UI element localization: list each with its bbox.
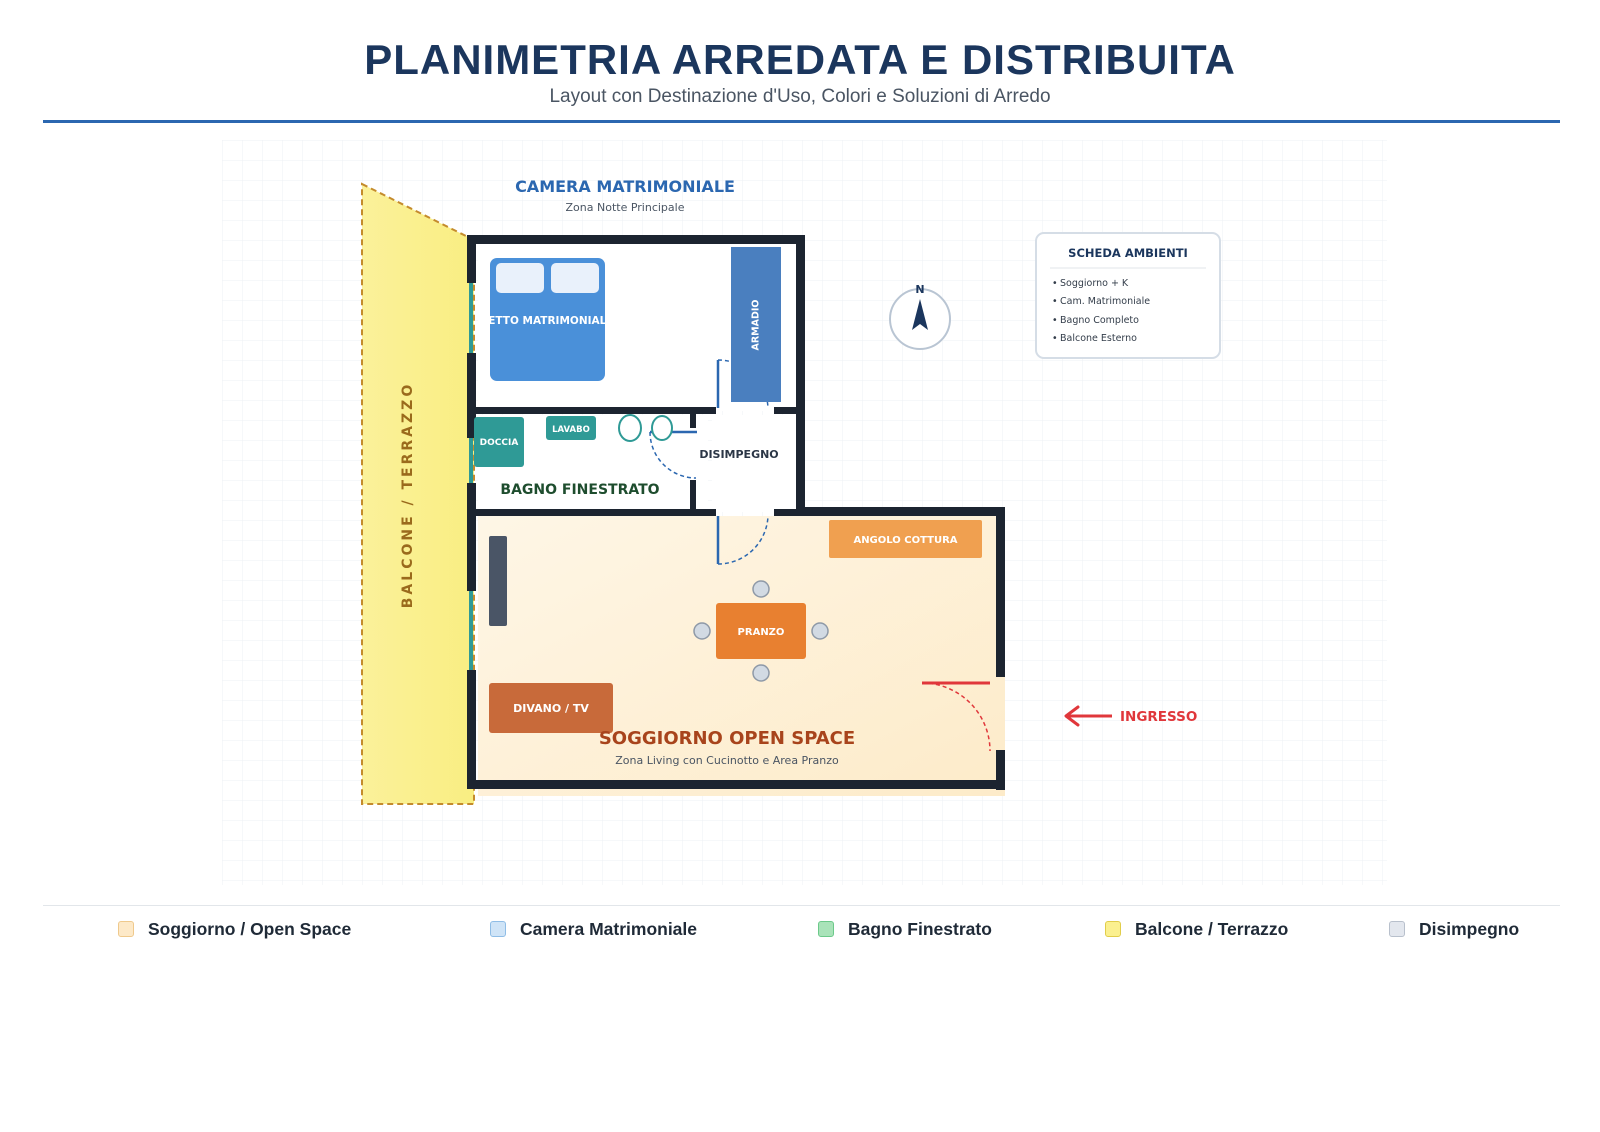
shower-label: DOCCIA bbox=[480, 438, 519, 448]
bathroom-label: BAGNO FINESTRATO bbox=[500, 482, 659, 498]
sofa-body bbox=[489, 683, 613, 733]
living-door-swing bbox=[717, 515, 769, 565]
wall-right-bedroom bbox=[796, 235, 805, 515]
legend: Soggiorno / Open Space Camera Matrimonia… bbox=[0, 914, 1600, 944]
info-card-item: Bagno Completo bbox=[1060, 315, 1139, 326]
hallway-floor bbox=[712, 415, 796, 512]
dining-label: PRANZO bbox=[738, 627, 785, 638]
legend-item-soggiorno: Soggiorno / Open Space bbox=[118, 914, 351, 944]
dining-set: PRANZO bbox=[693, 580, 829, 682]
wall-bath-living bbox=[476, 509, 716, 516]
legend-swatch bbox=[818, 921, 834, 937]
kitchen-label: ANGOLO COTTURA bbox=[853, 535, 957, 546]
page-subtitle: Layout con Destinazione d'Uso, Colori e … bbox=[549, 86, 1051, 107]
info-card-bullet: • bbox=[1052, 315, 1058, 326]
sofa: DIVANO / TV bbox=[489, 683, 613, 733]
floor-plan: BALCONE / TERRAZZO bbox=[222, 140, 1387, 885]
wall-hall-living bbox=[774, 509, 796, 516]
bedroom-title: CAMERA MATRIMONIALE bbox=[515, 177, 735, 196]
floor-plan-svg: BALCONE / TERRAZZO bbox=[222, 140, 1387, 885]
info-card-item: Soggiorno + K bbox=[1060, 278, 1129, 289]
wardrobe: ARMADIO bbox=[731, 247, 781, 402]
page-title: PLANIMETRIA ARREDATA E DISTRIBUITA bbox=[364, 36, 1236, 83]
legend-swatch bbox=[1105, 921, 1121, 937]
bed: LETTO MATRIMONIALE bbox=[482, 258, 614, 381]
wall-right-living-upper bbox=[996, 507, 1005, 677]
legend-swatch bbox=[118, 921, 134, 937]
legend-item-balcone: Balcone / Terrazzo bbox=[1105, 914, 1288, 944]
balcony-area bbox=[361, 182, 475, 805]
wardrobe-label: ARMADIO bbox=[751, 300, 762, 351]
toilet-icon bbox=[618, 414, 642, 442]
chair-south bbox=[752, 664, 770, 682]
kitchen-counter-body bbox=[829, 520, 982, 558]
info-card-item: Cam. Matrimoniale bbox=[1060, 296, 1150, 307]
bed-label: LETTO MATRIMONIALE bbox=[482, 315, 614, 327]
compass: N bbox=[889, 283, 951, 350]
bathroom-door-swing bbox=[649, 431, 697, 479]
legend-divider bbox=[43, 905, 1560, 906]
wall-bedroom-hall bbox=[774, 407, 796, 414]
chair-west bbox=[693, 622, 711, 640]
wall-top-living bbox=[796, 507, 1002, 516]
info-card-title: SCHEDA AMBIENTI bbox=[1068, 246, 1188, 260]
legend-label: Disimpegno bbox=[1419, 918, 1520, 939]
legend-swatch bbox=[490, 921, 506, 937]
wardrobe-body bbox=[731, 247, 781, 402]
wall-left-2 bbox=[467, 353, 476, 438]
wall-bath-hall-lower bbox=[690, 480, 696, 509]
sink-counter bbox=[546, 416, 596, 440]
info-card-bullet: • bbox=[1052, 278, 1058, 289]
entrance-door-swing bbox=[921, 682, 991, 752]
hallway-label: DISIMPEGNO bbox=[699, 448, 778, 461]
bed-label-clip: LETTO MATRIMONIALE bbox=[482, 315, 614, 327]
sink-label: LAVABO bbox=[552, 425, 590, 435]
walls bbox=[467, 235, 1005, 790]
wall-bath-hall-upper bbox=[690, 414, 696, 428]
compass-label: N bbox=[915, 283, 924, 296]
wall-top-bedroom bbox=[467, 235, 803, 244]
wall-bottom bbox=[467, 780, 1005, 789]
balcony-label: BALCONE / TERRAZZO bbox=[400, 382, 416, 608]
legend-label: Camera Matrimoniale bbox=[520, 918, 698, 939]
bedroom-subtitle: Zona Notte Principale bbox=[566, 201, 685, 214]
living-title: SOGGIORNO OPEN SPACE bbox=[599, 728, 855, 749]
chair-north bbox=[752, 580, 770, 598]
kitchen-counter: ANGOLO COTTURA bbox=[829, 520, 982, 558]
legend-item-disimpegno: Disimpegno bbox=[1389, 914, 1519, 944]
info-card: SCHEDA AMBIENTI • Soggiorno + K • Cam. M… bbox=[1035, 232, 1221, 359]
shower-tray bbox=[474, 417, 524, 467]
info-card-box bbox=[1035, 232, 1221, 359]
wall-left-1 bbox=[467, 235, 476, 283]
header-divider bbox=[43, 120, 1560, 123]
sofa-label: DIVANO / TV bbox=[513, 702, 589, 715]
sink: LAVABO bbox=[546, 416, 596, 440]
tv-unit bbox=[489, 536, 507, 626]
legend-label: Bagno Finestrato bbox=[848, 918, 992, 939]
info-card-bullet: • bbox=[1052, 296, 1058, 307]
entrance-label: INGRESSO bbox=[1120, 709, 1197, 725]
entrance-arrow-icon bbox=[1064, 705, 1080, 727]
bidet-icon bbox=[651, 415, 673, 441]
wall-left-4 bbox=[467, 670, 476, 789]
entrance-door bbox=[921, 681, 991, 752]
shower: DOCCIA bbox=[474, 417, 524, 467]
legend-label: Balcone / Terrazzo bbox=[1135, 918, 1289, 939]
wall-bedroom-bath bbox=[476, 407, 716, 414]
info-card-bullet: • bbox=[1052, 333, 1058, 344]
pillow-left bbox=[496, 263, 544, 293]
legend-item-camera: Camera Matrimoniale bbox=[490, 914, 697, 944]
entrance-marker: INGRESSO bbox=[1064, 705, 1197, 727]
living-subtitle: Zona Living con Cucinotto e Area Pranzo bbox=[615, 754, 839, 767]
legend-swatch bbox=[1389, 921, 1405, 937]
chair-east bbox=[811, 622, 829, 640]
wall-left-3 bbox=[467, 483, 476, 591]
pillow-right bbox=[551, 263, 599, 293]
wall-right-living-lower bbox=[996, 750, 1005, 790]
north-arrow-icon bbox=[912, 299, 928, 330]
dining-table bbox=[716, 603, 806, 659]
legend-item-bagno: Bagno Finestrato bbox=[818, 914, 992, 944]
legend-label: Soggiorno / Open Space bbox=[148, 918, 352, 939]
info-card-item: Balcone Esterno bbox=[1060, 333, 1137, 344]
